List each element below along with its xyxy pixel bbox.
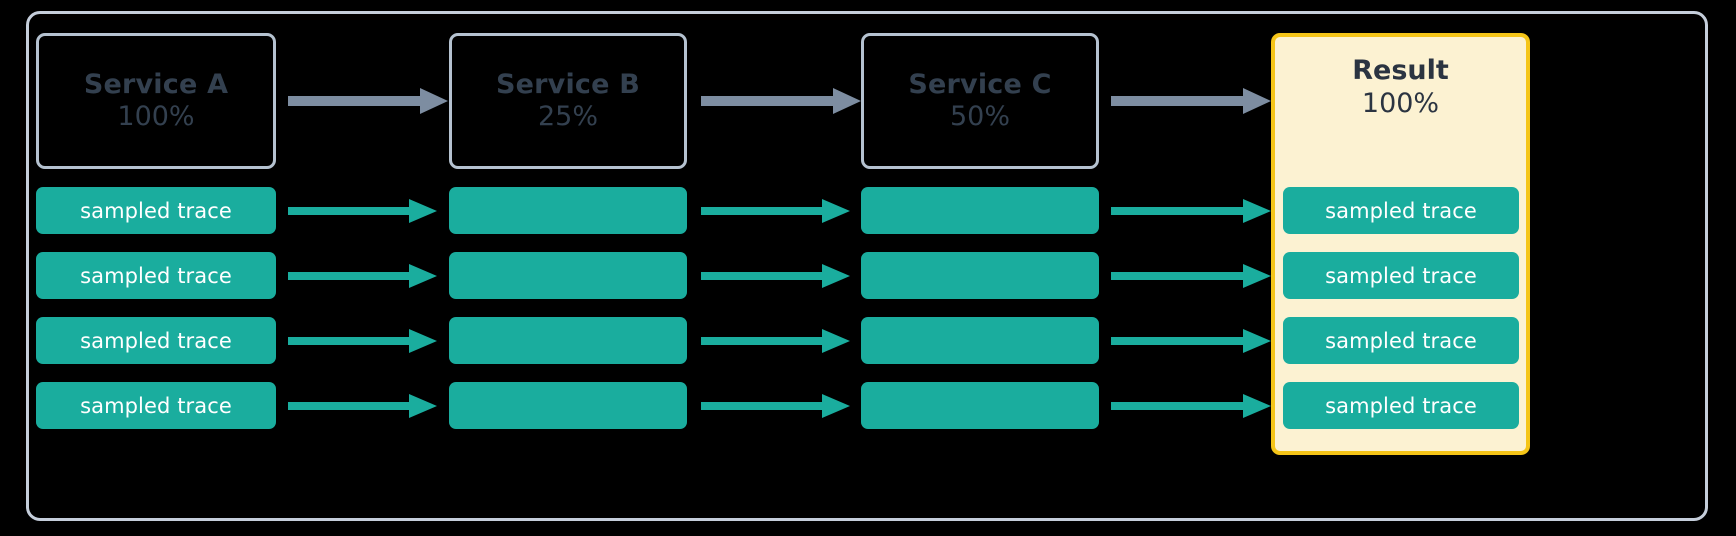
row-arrow <box>288 329 437 353</box>
row-arrow <box>288 264 437 288</box>
row-arrow <box>1111 199 1271 223</box>
row-arrow <box>1111 264 1271 288</box>
service-percent-c: 50% <box>949 101 1010 132</box>
trace-chip[interactable]: sampled trace <box>1283 187 1519 234</box>
header-arrow-c-to-result <box>1111 88 1271 114</box>
service-name-a: Service A <box>83 68 229 100</box>
trace-chip[interactable] <box>449 252 687 299</box>
trace-chip[interactable]: sampled trace <box>36 187 276 234</box>
header-arrow-a-to-b <box>288 88 448 114</box>
trace-chip[interactable]: sampled trace <box>36 317 276 364</box>
service-name-b: Service B <box>495 68 641 100</box>
trace-chip[interactable] <box>449 187 687 234</box>
result-title: Result <box>1352 55 1449 86</box>
trace-chip[interactable]: sampled trace <box>36 382 276 429</box>
header-arrow-b-to-c <box>701 88 861 114</box>
trace-chip[interactable] <box>449 317 687 364</box>
diagram-outer-frame <box>26 11 1708 521</box>
trace-chip[interactable] <box>861 187 1099 234</box>
trace-chip[interactable]: sampled trace <box>1283 252 1519 299</box>
service-percent-a: 100% <box>117 101 195 132</box>
row-arrow <box>288 199 437 223</box>
trace-chip[interactable]: sampled trace <box>1283 382 1519 429</box>
trace-chip[interactable] <box>449 382 687 429</box>
row-arrow <box>701 264 850 288</box>
row-arrow <box>701 199 850 223</box>
row-arrow <box>701 329 850 353</box>
trace-chip[interactable]: sampled trace <box>1283 317 1519 364</box>
trace-chip[interactable] <box>861 382 1099 429</box>
service-box-c[interactable]: Service C 50% <box>861 33 1099 169</box>
trace-chip[interactable] <box>861 317 1099 364</box>
service-box-b[interactable]: Service B 25% <box>449 33 687 169</box>
trace-chip[interactable]: sampled trace <box>36 252 276 299</box>
result-percent: 100% <box>1361 87 1440 119</box>
service-box-a[interactable]: Service A 100% <box>36 33 276 169</box>
row-arrow <box>1111 329 1271 353</box>
trace-chip[interactable] <box>861 252 1099 299</box>
service-percent-b: 25% <box>537 101 598 132</box>
row-arrow <box>288 394 437 418</box>
service-name-c: Service C <box>908 68 1052 100</box>
row-arrow <box>701 394 850 418</box>
row-arrow <box>1111 394 1271 418</box>
result-header: Result 100% <box>1275 55 1526 121</box>
